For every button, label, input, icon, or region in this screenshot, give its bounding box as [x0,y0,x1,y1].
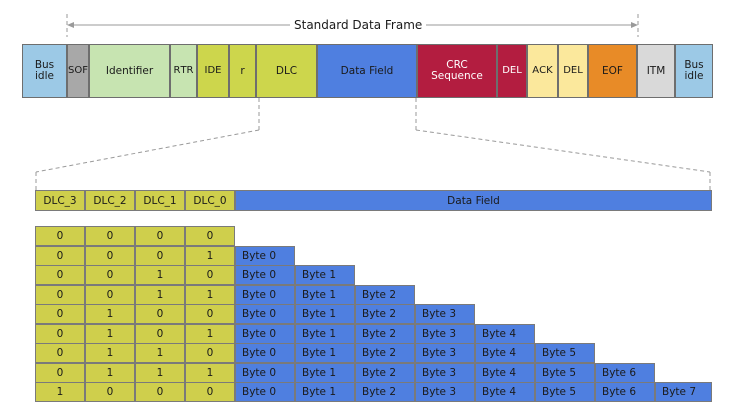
data-zoom-diagonal-dashed [415,129,711,173]
dlc-bit-cell: 1 [85,323,135,344]
dlc-bit-cell: 1 [185,245,235,266]
frame-segment-bus-idle-start: Bus idle [22,44,67,98]
data-byte-cell: Byte 3 [415,323,475,344]
dlc-bit-cell: 0 [35,226,85,246]
data-byte-cell: Byte 1 [295,304,355,324]
dlc-bit-cell: 0 [185,304,235,324]
dlc-bit-cell: 0 [35,323,85,344]
data-field-header: Data Field [235,190,712,211]
frame-segment-bus-idle-end: Bus idle [675,44,713,98]
data-byte-cell: Byte 4 [475,382,535,402]
arrowhead-right [631,22,638,28]
dlc-bit-cell: 1 [135,343,185,363]
data-byte-cell: Byte 0 [235,284,295,305]
data-byte-cell: Byte 5 [535,382,595,402]
dlc-bit-cell: 0 [185,343,235,363]
frame-title: Standard Data Frame [290,18,427,32]
dlc-header-dlc-2: DLC_2 [85,190,135,211]
data-byte-cell: Byte 7 [655,382,712,402]
data-byte-cell: Byte 1 [295,265,355,285]
data-byte-cell: Byte 1 [295,362,355,383]
data-byte-cell: Byte 0 [235,265,295,285]
dlc-bit-cell: 1 [185,362,235,383]
dlc-bit-cell: 0 [35,362,85,383]
data-byte-cell: Byte 0 [235,382,295,402]
data-byte-cell: Byte 1 [295,343,355,363]
frame-segment-itm: ITM [637,44,675,98]
dlc-bit-cell: 0 [185,382,235,402]
dlc-bit-cell: 0 [135,245,185,266]
frame-segment-dlc: DLC [256,44,317,98]
data-byte-cell: Byte 5 [535,362,595,383]
arrowhead-left [67,22,74,28]
dlc-bit-cell: 1 [135,362,185,383]
data-byte-cell: Byte 6 [595,362,655,383]
dlc-bit-cell: 0 [85,265,135,285]
data-byte-cell: Byte 0 [235,304,295,324]
data-byte-cell: Byte 0 [235,362,295,383]
data-byte-cell: Byte 3 [415,382,475,402]
dlc-bit-cell: 0 [135,304,185,324]
data-byte-cell: Byte 3 [415,304,475,324]
dlc-bit-cell: 0 [185,265,235,285]
dlc-bit-cell: 1 [135,265,185,285]
frame-segment-eof: EOF [588,44,637,98]
dlc-bit-cell: 0 [135,323,185,344]
dlc-bit-cell: 0 [135,226,185,246]
frame-segment-crc-sequence: CRC Sequence [417,44,497,98]
data-byte-cell: Byte 4 [475,343,535,363]
dlc-bit-cell: 0 [35,284,85,305]
dlc-bit-cell: 0 [85,226,135,246]
dlc-bit-cell: 0 [35,265,85,285]
data-byte-cell: Byte 0 [235,323,295,344]
data-byte-cell: Byte 0 [235,343,295,363]
dlc-bit-cell: 1 [85,362,135,383]
data-byte-cell: Byte 3 [415,343,475,363]
dlc-bit-cell: 0 [35,343,85,363]
dlc-bit-cell: 1 [185,284,235,305]
dlc-header-dlc-1: DLC_1 [135,190,185,211]
data-byte-cell: Byte 2 [355,382,415,402]
frame-segment-identifier: Identifier [89,44,170,98]
data-byte-cell: Byte 2 [355,343,415,363]
data-byte-cell: Byte 2 [355,362,415,383]
dlc-bit-cell: 1 [135,284,185,305]
frame-segment-data-field: Data Field [317,44,417,98]
data-byte-cell: Byte 2 [355,284,415,305]
data-byte-cell: Byte 1 [295,323,355,344]
data-byte-cell: Byte 1 [295,382,355,402]
data-byte-cell: Byte 5 [535,343,595,363]
dlc-bit-cell: 0 [35,245,85,266]
dlc-bit-cell: 0 [135,382,185,402]
dlc-bit-cell: 0 [85,382,135,402]
data-byte-cell: Byte 4 [475,362,535,383]
dlc-bit-cell: 1 [85,304,135,324]
dlc-bit-cell: 1 [185,323,235,344]
data-byte-cell: Byte 6 [595,382,655,402]
dlc-bit-cell: 0 [185,226,235,246]
data-byte-cell: Byte 4 [475,323,535,344]
dlc-bit-cell: 1 [85,343,135,363]
data-byte-cell: Byte 2 [355,304,415,324]
dlc-header-dlc-0: DLC_0 [185,190,235,211]
data-byte-cell: Byte 0 [235,245,295,266]
data-byte-cell: Byte 3 [415,362,475,383]
dlc-bit-cell: 0 [85,245,135,266]
dlc-header-dlc-3: DLC_3 [35,190,85,211]
dlc-zoom-diagonal-dashed [35,129,260,173]
data-byte-cell: Byte 2 [355,323,415,344]
dlc-bit-cell: 1 [35,382,85,402]
dlc-bit-cell: 0 [85,284,135,305]
dlc-bit-cell: 0 [35,304,85,324]
data-byte-cell: Byte 1 [295,284,355,305]
frame-segment-r: r [229,44,256,98]
